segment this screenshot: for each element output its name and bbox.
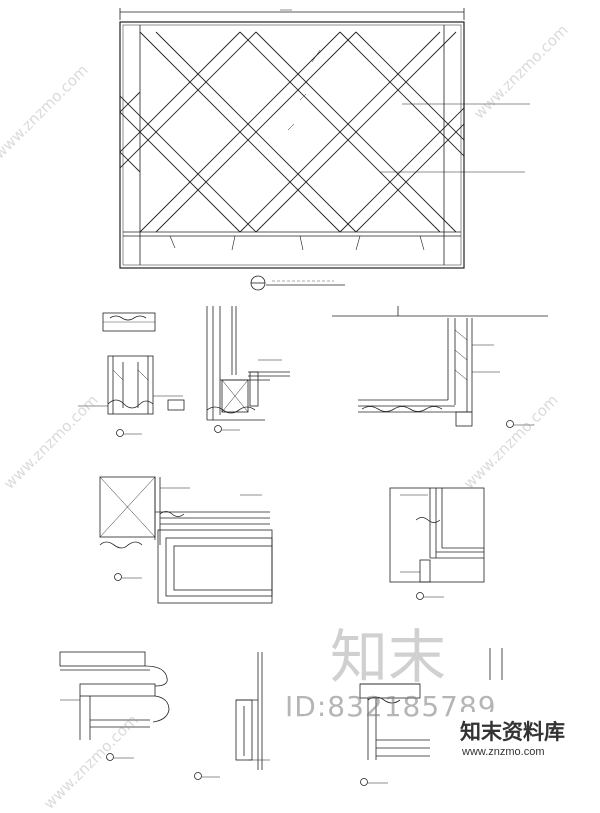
section-detail-2 [206,306,290,433]
section-detail-6 [59,651,170,761]
watermark-logo-url: www.znzmo.com [462,746,545,758]
watermark-logo-box [450,712,600,770]
section-detail-1 [78,312,185,437]
section-detail-3 [332,306,548,428]
section-detail-8 [359,648,503,786]
section-detail-4 [99,476,273,604]
section-detail-5 [389,487,485,600]
section-detail-7 [194,652,270,780]
watermark-logo-name: 知末资料库 [460,720,565,744]
watermark-brand: 知末 [330,623,447,691]
wall-elevation-drawing [119,8,530,291]
